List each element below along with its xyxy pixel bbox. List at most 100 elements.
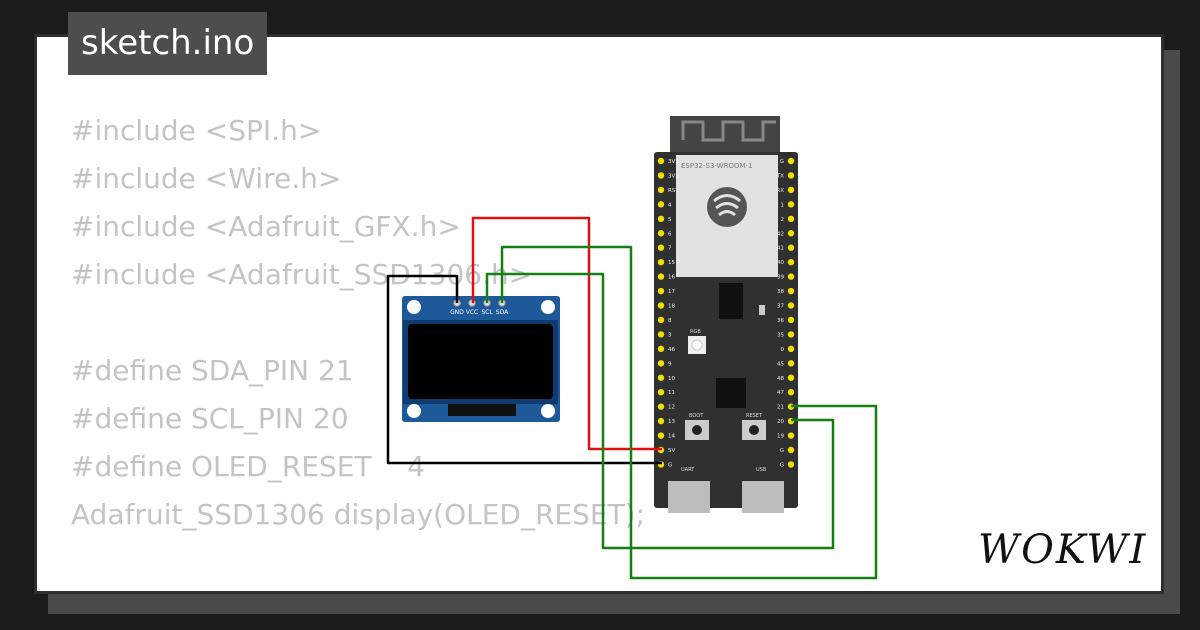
- oled-pin-label: SCL: [481, 309, 493, 316]
- pin-right-5[interactable]: [787, 230, 795, 237]
- pin-label-left: 14: [668, 434, 675, 440]
- reset-button[interactable]: [742, 420, 766, 440]
- code-line: #include <Wire.h>: [71, 162, 342, 195]
- pin-left-0[interactable]: [657, 157, 665, 165]
- pin-right-4[interactable]: [787, 215, 795, 222]
- pin-right-15[interactable]: [787, 374, 795, 381]
- code-card: #include <SPI.h>#include <Wire.h>#includ…: [34, 34, 1164, 594]
- pin-left-16[interactable]: [657, 389, 665, 396]
- pin-label-right: G: [780, 159, 784, 165]
- pin-right-20[interactable]: [787, 446, 795, 454]
- usb-port[interactable]: [742, 481, 784, 513]
- wire-scl: [485, 272, 835, 550]
- code-line: #define SDA_PIN 21: [71, 354, 354, 387]
- pin-label-left: 13: [668, 419, 675, 425]
- pin-right-13[interactable]: [787, 345, 795, 353]
- pin-left-13[interactable]: [657, 345, 665, 353]
- pin-left-11[interactable]: [657, 316, 665, 324]
- wire-sda: [500, 245, 878, 580]
- led-smd: [759, 305, 765, 315]
- boot-label: BOOT: [689, 413, 704, 419]
- pin-label-right: 36: [777, 318, 784, 324]
- pin-label-left: 15: [668, 260, 675, 266]
- pin-left-14[interactable]: [657, 360, 665, 367]
- pin-right-11[interactable]: [787, 316, 795, 324]
- code-editor: #include <SPI.h>#include <Wire.h>#includ…: [71, 107, 836, 591]
- mount-hole: [541, 300, 555, 314]
- chip-regulator: [719, 283, 743, 319]
- oled-pin-label: GND: [450, 309, 464, 316]
- pin-label-left: 9: [668, 361, 672, 367]
- pin-left-19[interactable]: [657, 432, 665, 439]
- pin-right-3[interactable]: [787, 201, 795, 208]
- wire-gnd: [386, 274, 662, 465]
- pin-left-1[interactable]: [657, 172, 665, 179]
- file-tab[interactable]: sketch.ino: [68, 12, 268, 75]
- pin-right-2[interactable]: [787, 186, 795, 194]
- pin-label-right: 21: [777, 405, 784, 411]
- pin-label-left: RST: [668, 188, 679, 194]
- pin-left-10[interactable]: [657, 302, 665, 309]
- pin-label-left: 5V: [668, 448, 675, 454]
- pin-left-6[interactable]: [657, 244, 665, 251]
- pin-right-6[interactable]: [787, 244, 795, 251]
- pin-label-right: 48: [777, 376, 784, 382]
- pin-label-left: 7: [668, 246, 672, 252]
- pin-right-9[interactable]: [787, 287, 795, 295]
- pin-label-right: G: [780, 462, 784, 468]
- pin-label-right: 45: [777, 361, 784, 367]
- pin-label-right: 41: [777, 246, 784, 252]
- pin-right-16[interactable]: [787, 389, 795, 396]
- esp32-board[interactable]: ESP32-S3-WROOM-1 RGB BOOT RESET UART USB…: [654, 116, 798, 513]
- pin-label-left: G: [668, 462, 672, 468]
- pin-left-9[interactable]: [657, 287, 665, 295]
- pin-right-8[interactable]: [787, 273, 795, 280]
- pin-right-12[interactable]: [787, 331, 795, 338]
- pin-left-3[interactable]: [657, 201, 665, 208]
- pin-label-right: 39: [777, 275, 784, 281]
- pin-right-0[interactable]: [787, 157, 795, 165]
- pin-right-1[interactable]: [787, 172, 795, 179]
- pin-label-right: 38: [777, 289, 784, 295]
- pin-right-7[interactable]: [787, 258, 795, 266]
- pin-label-right: G: [780, 448, 784, 454]
- oled-pin-label: SDA: [496, 309, 509, 316]
- pin-left-17[interactable]: [657, 403, 665, 410]
- oled-pin-label: VCC: [466, 309, 478, 316]
- pin-left-4[interactable]: [657, 215, 665, 222]
- code-line: #define OLED_RESET 4: [71, 450, 425, 483]
- pin-label-right: 42: [777, 231, 784, 237]
- mount-hole: [407, 300, 421, 314]
- mount-hole: [541, 404, 555, 418]
- pin-label-right: 1: [781, 202, 785, 208]
- pin-label-left: 46: [668, 347, 675, 353]
- uart-usb-port[interactable]: [668, 481, 710, 513]
- pin-left-18[interactable]: [657, 417, 665, 425]
- pin-label-right: RX: [776, 188, 784, 194]
- pin-label-left: 12: [668, 405, 675, 411]
- pin-label-right: TX: [776, 173, 784, 179]
- uart-label: UART: [681, 467, 695, 473]
- pin-left-15[interactable]: [657, 374, 665, 381]
- antenna-trace: [681, 120, 776, 142]
- wokwi-logo: WOKWI: [978, 527, 1148, 573]
- wires[interactable]: [386, 216, 878, 580]
- pin-left-5[interactable]: [657, 230, 665, 237]
- pin-left-8[interactable]: [657, 273, 665, 280]
- pin-label-left: 8: [668, 318, 672, 324]
- pin-right-10[interactable]: [787, 302, 795, 309]
- pin-right-14[interactable]: [787, 360, 795, 367]
- pin-left-2[interactable]: [657, 186, 665, 194]
- espressif-logo-icon: [707, 187, 747, 227]
- pin-left-7[interactable]: [657, 258, 665, 266]
- code-line: #define SCL_PIN 20: [71, 402, 349, 435]
- pin-left-12[interactable]: [657, 331, 665, 338]
- code-line: #include <SPI.h>: [71, 114, 322, 147]
- pin-right-19[interactable]: [787, 432, 795, 439]
- boot-button[interactable]: [685, 420, 709, 440]
- pin-label-right: 0: [781, 347, 785, 353]
- pin-right-21[interactable]: [787, 461, 795, 468]
